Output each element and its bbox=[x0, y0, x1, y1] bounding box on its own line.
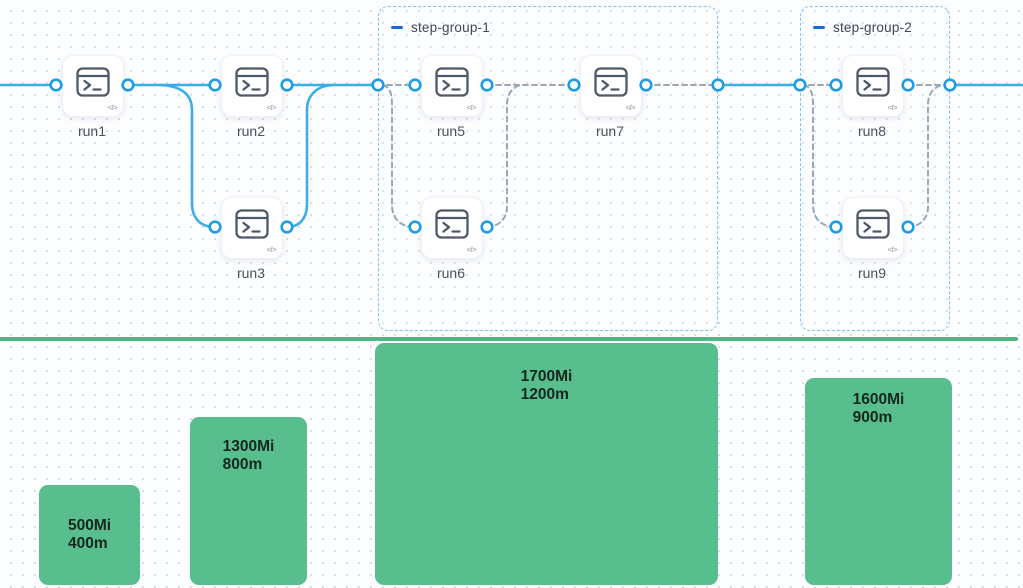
node-label-run5: run5 bbox=[436, 123, 466, 139]
code-icon: </> bbox=[625, 103, 636, 112]
node-label-run6: run6 bbox=[436, 265, 466, 281]
cpu-value: 800m bbox=[222, 456, 263, 473]
node-label-run1: run1 bbox=[77, 123, 107, 139]
section-separator-line bbox=[0, 337, 1018, 341]
node-run6[interactable]: </> bbox=[421, 197, 483, 259]
code-icon: </> bbox=[266, 245, 277, 254]
code-icon: </> bbox=[266, 103, 277, 112]
node-run9[interactable]: </> bbox=[842, 197, 904, 259]
code-icon: </> bbox=[107, 103, 118, 112]
group-collapse-dash-icon[interactable] bbox=[391, 26, 403, 29]
step-group-2-header: step-group-2 bbox=[813, 20, 912, 35]
node-label-run7: run7 bbox=[595, 123, 625, 139]
resource-bar-run2-run3: 1300Mi 800m bbox=[190, 417, 307, 585]
group-collapse-dash-icon[interactable] bbox=[813, 26, 825, 29]
node-run1[interactable]: </> bbox=[62, 55, 124, 117]
node-label-run8: run8 bbox=[857, 123, 887, 139]
resource-bar-run1: 500Mi 400m bbox=[39, 485, 140, 585]
terminal-icon bbox=[235, 67, 269, 97]
terminal-icon bbox=[76, 67, 110, 97]
code-icon: </> bbox=[466, 103, 477, 112]
resource-bar-step-group-2: 1600Mi 900m bbox=[805, 378, 952, 585]
node-label-run9: run9 bbox=[857, 265, 887, 281]
port-run1-out[interactable] bbox=[121, 78, 135, 92]
port-run1-in[interactable] bbox=[49, 78, 63, 92]
code-icon: </> bbox=[466, 245, 477, 254]
memory-value: 1700Mi bbox=[520, 368, 573, 385]
node-label-run3: run3 bbox=[236, 265, 266, 281]
node-label-run2: run2 bbox=[236, 123, 266, 139]
node-run3[interactable]: </> bbox=[221, 197, 283, 259]
code-icon: </> bbox=[887, 103, 898, 112]
port-run3-out[interactable] bbox=[280, 220, 294, 234]
node-run8[interactable]: </> bbox=[842, 55, 904, 117]
memory-value: 500Mi bbox=[67, 517, 112, 534]
terminal-icon bbox=[435, 67, 469, 97]
resource-bar-step-group-1: 1700Mi 1200m bbox=[375, 343, 718, 585]
port-run2-out[interactable] bbox=[280, 78, 294, 92]
terminal-icon bbox=[435, 209, 469, 239]
memory-value: 1600Mi bbox=[852, 391, 905, 408]
step-group-1-header: step-group-1 bbox=[391, 20, 490, 35]
edge-run1-run3[interactable] bbox=[158, 83, 217, 229]
terminal-icon bbox=[856, 67, 890, 97]
node-run5[interactable]: </> bbox=[421, 55, 483, 117]
cpu-value: 400m bbox=[67, 535, 108, 552]
edge-run3-merge[interactable] bbox=[285, 83, 334, 229]
port-run3-in[interactable] bbox=[208, 220, 222, 234]
node-run7[interactable]: </> bbox=[580, 55, 642, 117]
cpu-value: 1200m bbox=[520, 386, 569, 403]
port-run2-in[interactable] bbox=[208, 78, 222, 92]
terminal-icon bbox=[856, 209, 890, 239]
cpu-value: 900m bbox=[852, 409, 893, 426]
step-group-2-label: step-group-2 bbox=[833, 20, 912, 35]
node-run2[interactable]: </> bbox=[221, 55, 283, 117]
terminal-icon bbox=[235, 209, 269, 239]
terminal-icon bbox=[594, 67, 628, 97]
code-icon: </> bbox=[887, 245, 898, 254]
step-group-1-label: step-group-1 bbox=[411, 20, 490, 35]
memory-value: 1300Mi bbox=[222, 438, 275, 455]
